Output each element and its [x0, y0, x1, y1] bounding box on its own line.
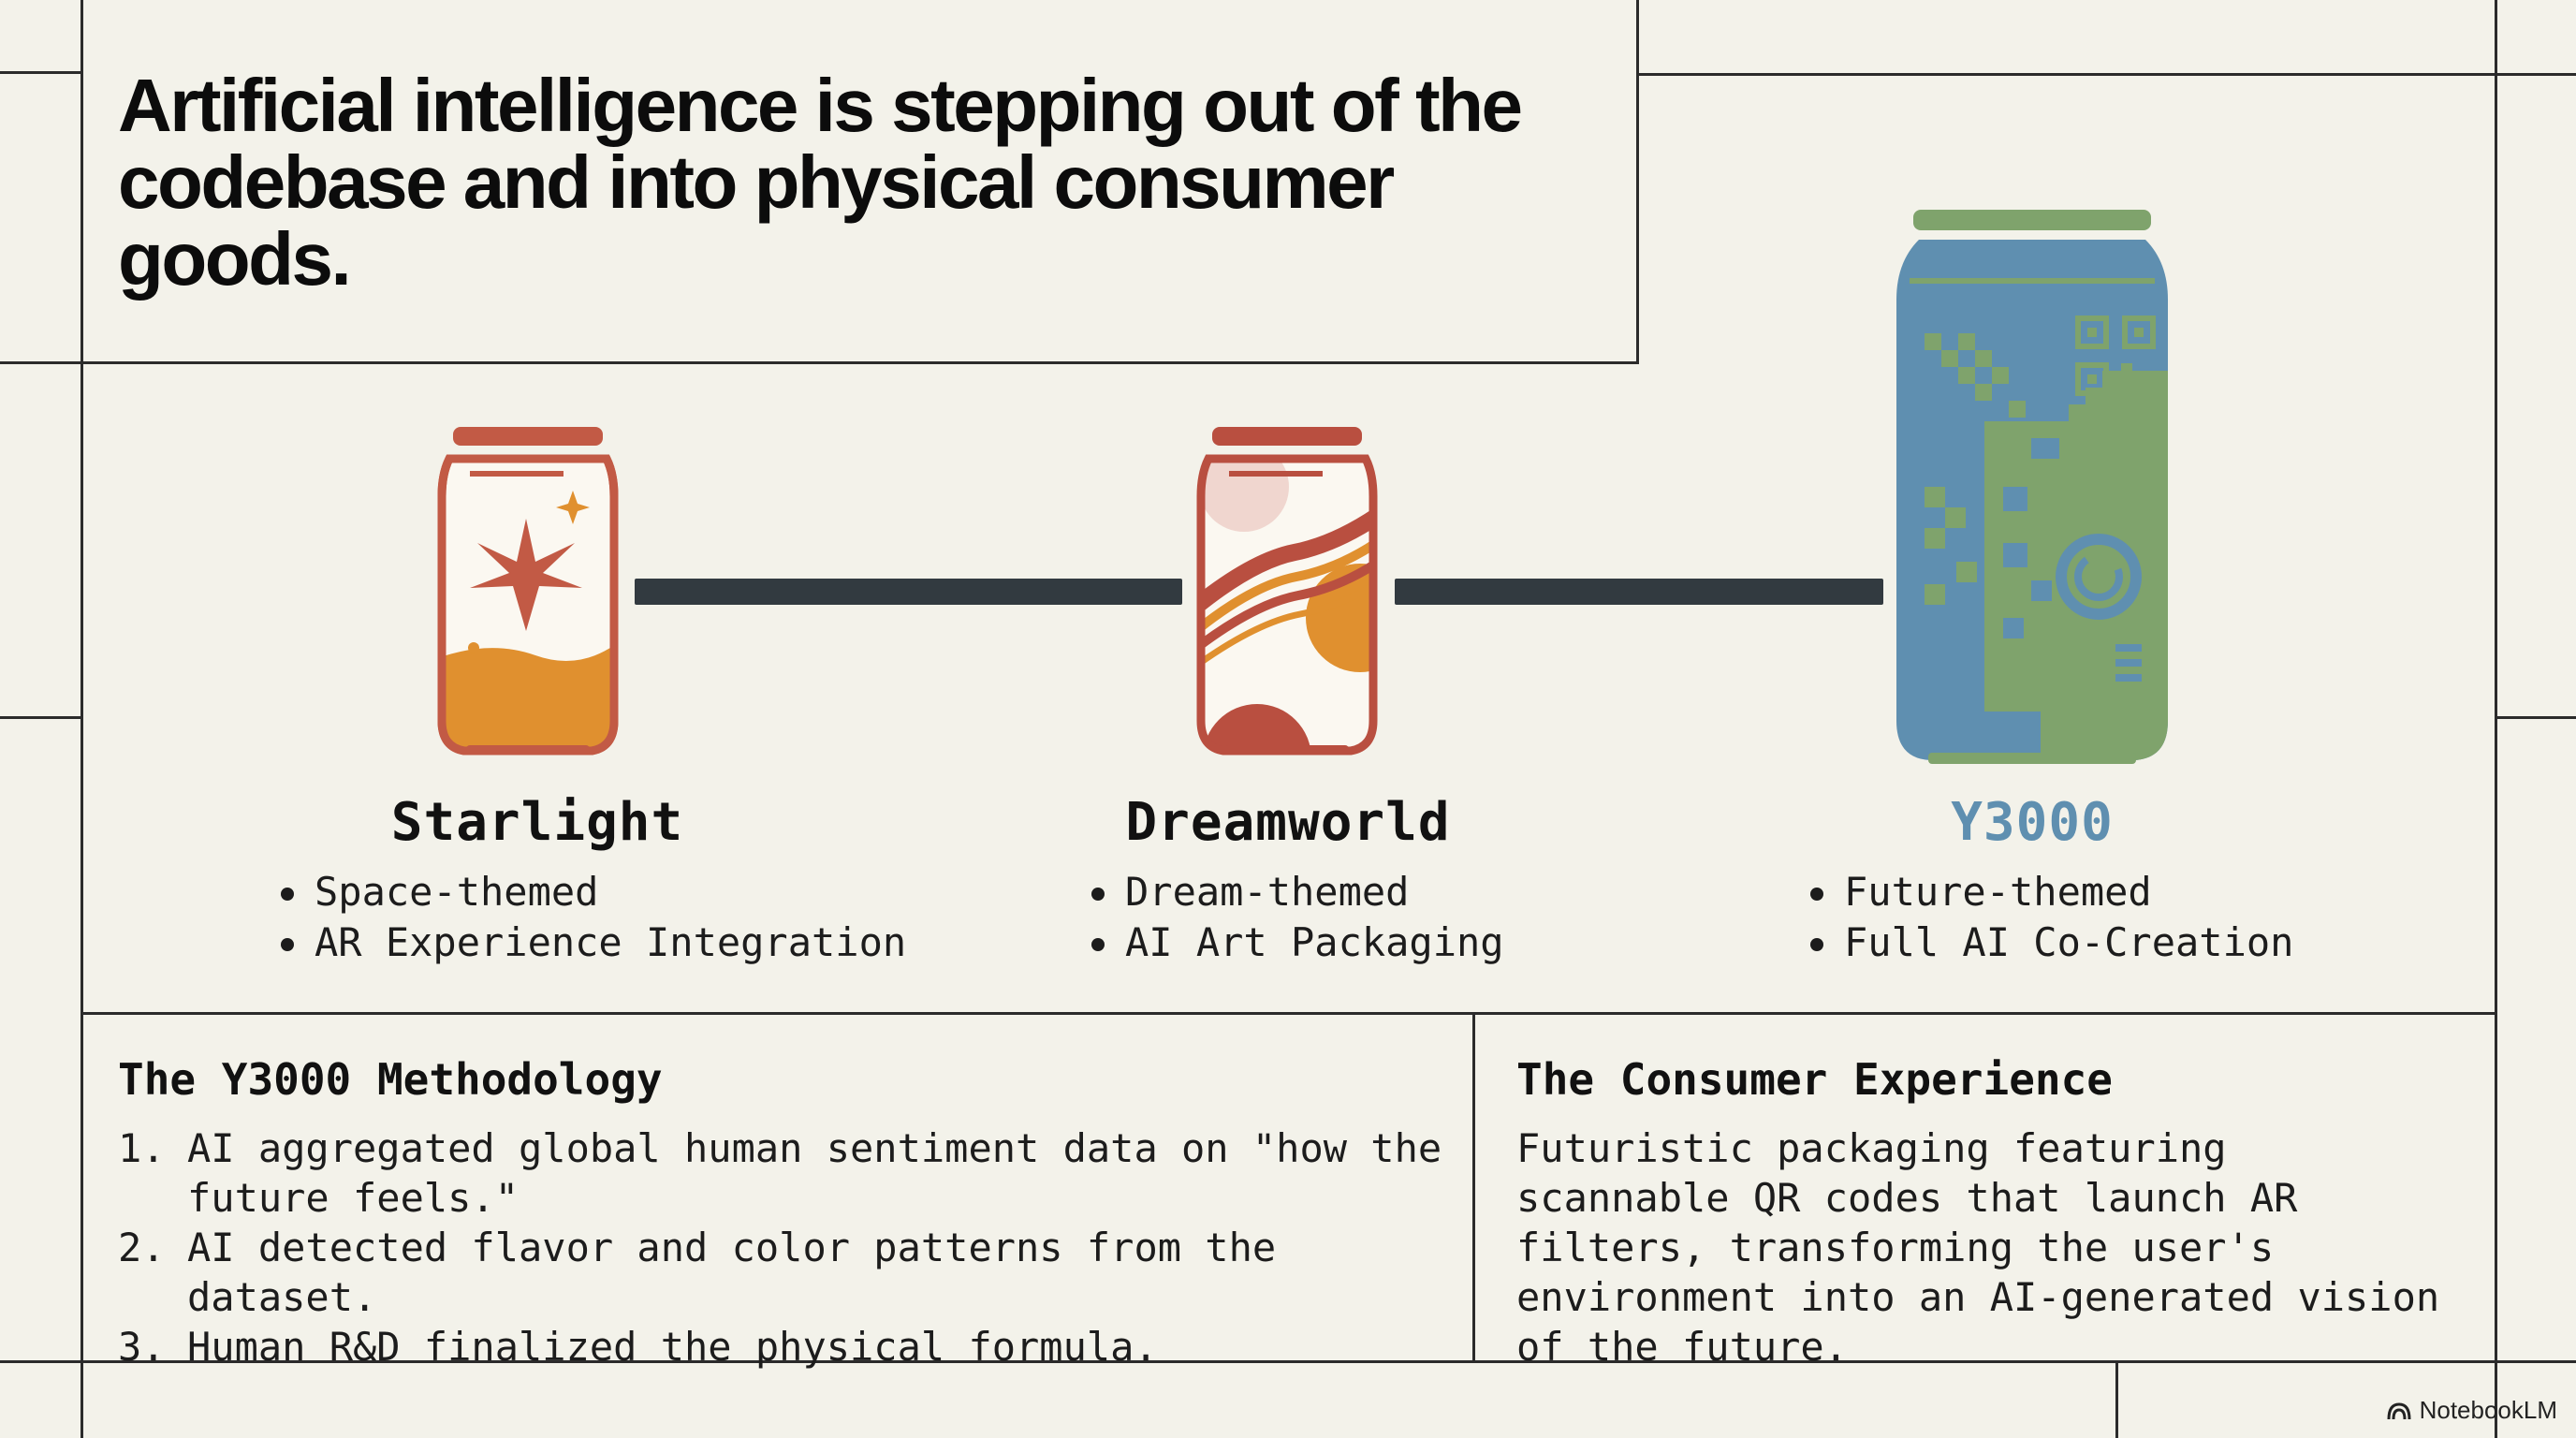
panel-bottom-line [0, 1360, 2576, 1363]
y3000-title: Y3000 [1951, 792, 2114, 853]
brand-label: NotebookLM [2419, 1396, 2557, 1424]
list-item: Future-themed [1805, 867, 2293, 917]
grid-line-right [2495, 0, 2497, 1438]
list-item: AI Art Packaging [1086, 917, 1504, 968]
starlight-bullets: Space-themed AR Experience Integration [275, 867, 906, 968]
step-number: 1. [118, 1125, 166, 1171]
list-item: AR Experience Integration [275, 917, 906, 968]
list-item: 1. AI aggregated global human sentiment d… [118, 1123, 1447, 1223]
dreamworld-bullets: Dream-themed AI Art Packaging [1086, 867, 1504, 968]
step-number: 2. [118, 1225, 166, 1270]
step-text: AI detected flavor and color patterns fr… [187, 1225, 1277, 1320]
experience-text: Futuristic packaging featuring scannable… [1516, 1125, 2440, 1370]
notebooklm-logo-icon [2387, 1401, 2411, 1419]
list-item: 2. AI detected flavor and color patterns … [118, 1223, 1447, 1322]
y3000-bullets: Future-themed Full AI Co-Creation [1805, 867, 2293, 968]
methodology-title: The Y3000 Methodology [118, 1054, 663, 1105]
step-text: AI aggregated global human sentiment dat… [187, 1125, 1442, 1221]
list-item: Full AI Co-Creation [1805, 917, 2293, 968]
step-text: Human R&D finalized the physical formula… [187, 1324, 1158, 1370]
list-item: Dream-themed [1086, 867, 1504, 917]
title-box-bottom-edge [0, 361, 1639, 364]
starlight-title: Starlight [390, 792, 684, 853]
dreamworld-can-icon [1196, 427, 1378, 756]
footer-divider [2115, 1360, 2118, 1438]
connector-starlight-dreamworld [635, 579, 1182, 605]
experience-title: The Consumer Experience [1516, 1054, 2113, 1105]
left-side-tick [0, 716, 82, 719]
methodology-steps: 1. AI aggregated global human sentiment d… [118, 1123, 1447, 1372]
connector-dreamworld-y3000 [1395, 579, 1883, 605]
step-number: 3. [118, 1324, 166, 1370]
title-box-right-edge [1636, 0, 1639, 364]
list-item: Space-themed [275, 867, 906, 917]
list-item: 3. Human R&D finalized the physical formu… [118, 1322, 1447, 1372]
panel-divider [1472, 1012, 1475, 1363]
right-side-tick [2495, 716, 2576, 719]
page-title: Artificial intelligence is stepping out … [118, 64, 1523, 301]
grid-line-left [80, 0, 83, 1438]
top-right-line [1636, 73, 2576, 76]
top-left-tick [0, 71, 82, 74]
dreamworld-title: Dreamworld [1125, 792, 1451, 853]
panel-top-line [80, 1012, 2497, 1015]
starlight-can-icon [437, 427, 619, 756]
brand-badge: NotebookLM [2386, 1396, 2557, 1425]
y3000-can-icon [1896, 210, 2168, 764]
